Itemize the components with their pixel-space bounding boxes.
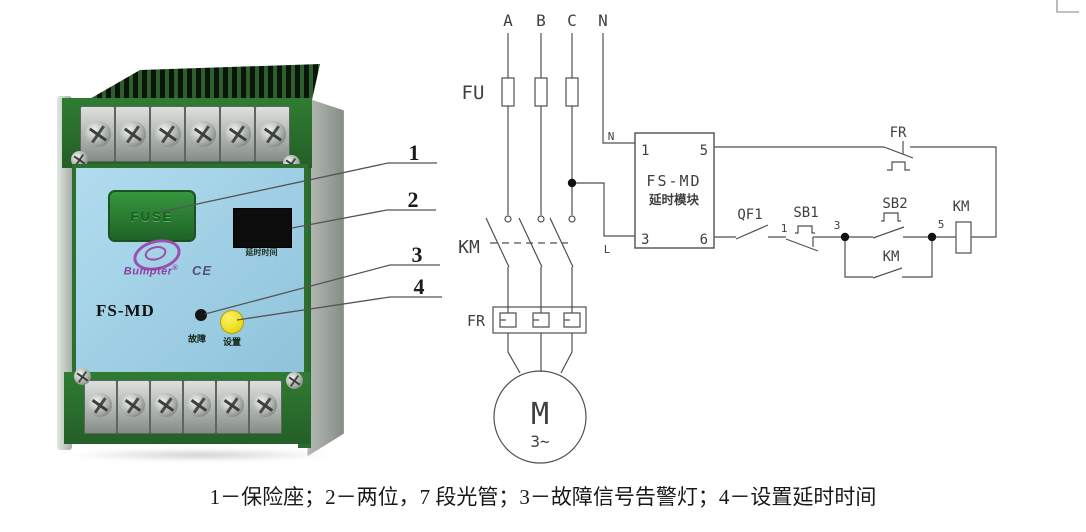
fault-label: 故障 [188,334,207,344]
delay-display-label: 延时时间 [245,248,278,257]
neutral-label: N [598,11,608,30]
terminal-screw [220,393,244,417]
contactor-main-label: KM [458,237,480,258]
corner-screw [71,151,88,168]
callout-3: 3 [412,242,423,267]
terminal-screw [253,393,277,417]
module-model-label: FS-MD [646,172,701,190]
corner-screw [74,368,91,385]
brand-text: Bumpter [123,265,173,278]
set-label: 设置 [223,337,242,347]
fault-led [195,309,207,321]
motor-label: M [531,397,549,432]
fuse-group-label: FU [462,82,485,104]
model-label: FS-MD [96,301,155,320]
callout-2: 2 [408,187,419,212]
thermal-relay-label: FR [467,312,486,330]
phase-b-label: B [536,11,546,30]
phase-a-label: A [503,11,513,30]
breaker-label: QF1 [737,207,762,223]
node-5-label: 5 [938,218,945,231]
thermal-contact-label: FR [890,125,907,141]
terminal-strip-bottom [64,372,310,444]
terminal-cell [150,106,185,162]
terminal-screw [120,121,146,147]
callout-lines [159,162,442,321]
device-left-frame [57,96,72,450]
ce-mark: CE [192,263,213,278]
terminal-screw [154,393,178,417]
terminal-screw [155,121,181,147]
contactor-aux-label: KM [883,249,900,265]
module-terminal-3: 3 [641,232,649,248]
callout-4: 4 [414,274,425,299]
brand-name: Bumpter® [116,265,186,278]
module-name-label: 延时模块 [648,192,700,207]
start-button-label: SB2 [882,196,907,212]
terminal-strip-top [62,98,312,168]
callout-1: 1 [409,140,420,165]
terminal-screw [190,121,216,147]
terminal-cell [220,106,255,162]
terminal-cell [115,106,150,162]
terminal-screw [225,121,251,147]
phase-c-label: C [567,11,577,30]
terminal-cell [216,380,249,434]
set-delay-button[interactable] [220,310,244,334]
registered-mark: ® [172,265,179,272]
terminal-screw [260,121,286,147]
terminal-screw [187,393,211,417]
terminal-screw [85,121,111,147]
corner-screw [286,372,303,389]
terminal-cell [249,380,282,434]
fuse-holder[interactable]: FUSE [108,190,196,242]
stop-button-label: SB1 [793,205,818,221]
module-terminal-6: 6 [700,232,708,248]
module-l-in-label: L [604,243,611,256]
module-terminal-1: 1 [641,143,649,159]
figure-caption: 1－保险座；2－两位，7 段光管；3－故障信号告警灯；4－设置延时时间 [209,485,877,509]
terminal-cell [150,380,183,434]
terminal-cell [183,380,216,434]
device-side-panel [307,99,344,457]
motor-phases-label: 3~ [530,432,549,451]
corner-crop-mark [1056,0,1079,13]
device-shadow [64,449,336,461]
terminal-cell [117,380,150,434]
module-n-in-label: N [608,130,615,143]
module-terminal-5: 5 [700,143,708,159]
contactor-coil-label: KM [953,199,970,215]
node-1-label: 1 [781,222,788,235]
terminal-screw [121,393,145,417]
terminal-screw [88,393,112,417]
node-3-label: 3 [834,219,841,232]
terminal-cell [84,380,117,434]
delay-display-window [233,208,292,248]
terminal-cell [185,106,220,162]
terminal-cell [255,106,290,162]
terminal-cell [80,106,115,162]
